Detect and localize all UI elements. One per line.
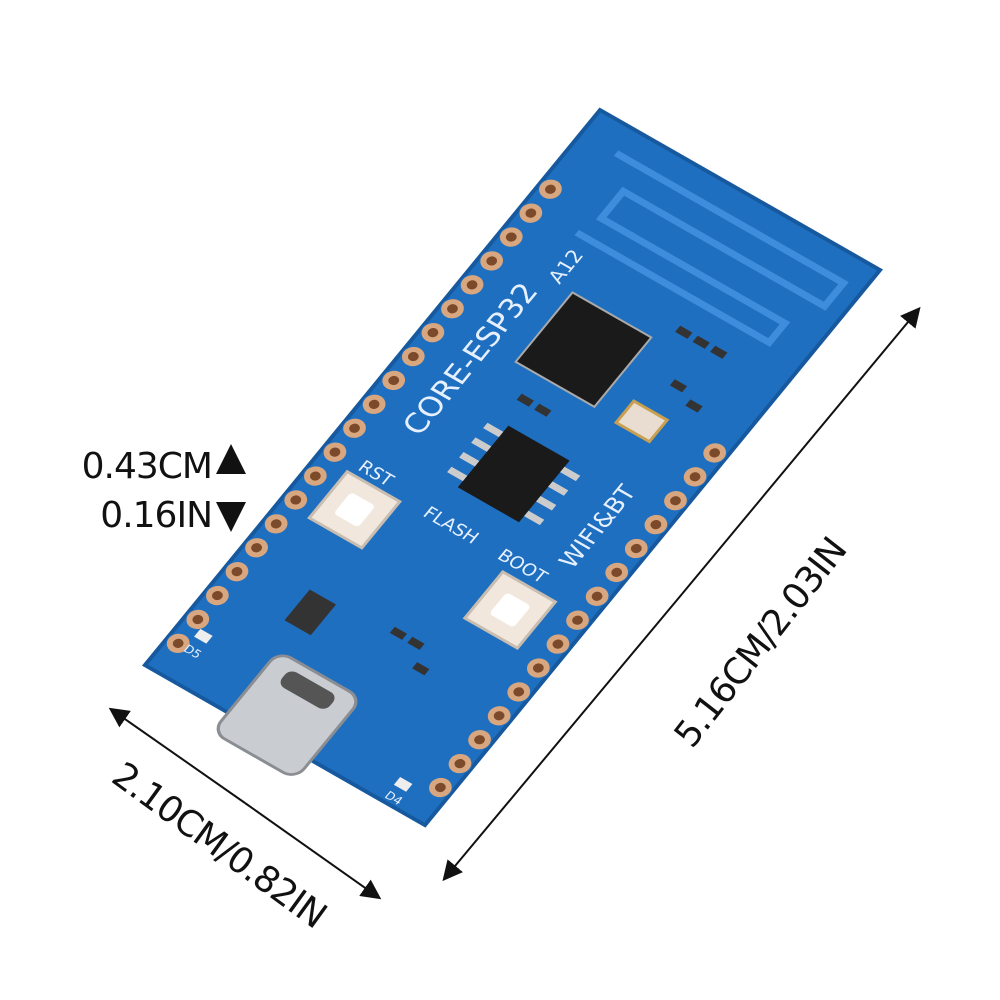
smd-components: [284, 325, 728, 676]
width-arrow-right: [244, 802, 382, 900]
pin-hole: [407, 351, 419, 362]
pin-hole: [513, 687, 525, 697]
pin-hole: [474, 735, 485, 745]
pin-hole: [388, 375, 400, 386]
pin-hole: [231, 567, 243, 577]
pcb-antenna: [574, 150, 849, 347]
pin-hole: [251, 543, 262, 553]
right-pin-header: [427, 442, 728, 799]
pin-hole: [650, 520, 662, 530]
width-label: 2.10CM/0.82IN: [104, 755, 333, 937]
pin-hole: [552, 639, 564, 649]
pin-hole: [505, 232, 517, 242]
pin-hole: [309, 471, 321, 481]
length-arrow-up: [681, 306, 921, 595]
pin-hole: [211, 590, 223, 601]
pin-hole: [466, 280, 478, 290]
pin-hole: [368, 399, 380, 409]
length-arrow-down: [442, 593, 683, 882]
pitch-cm-label: 0.43CM: [82, 446, 212, 487]
pin-hole: [670, 496, 681, 506]
pin-hole: [591, 591, 603, 601]
crystal: [613, 399, 670, 444]
pin-hole: [532, 663, 544, 673]
width-arrow-left: [108, 707, 246, 804]
usb-c-port[interactable]: [212, 651, 361, 779]
flash-pins: [447, 422, 581, 526]
pin-hole: [192, 614, 204, 625]
pin-hole: [447, 304, 458, 314]
pin-hole: [689, 472, 701, 482]
pin-hole: [525, 208, 537, 218]
pin-hole: [434, 782, 446, 793]
pitch-in-label: 0.16IN: [100, 495, 212, 536]
pin-hole: [630, 543, 642, 554]
pin-hole: [486, 256, 498, 266]
pin-hole: [290, 495, 302, 505]
led-d4: [393, 776, 413, 792]
pin-hole: [709, 448, 721, 458]
pin-hole: [454, 759, 466, 769]
esp32-chip: [514, 291, 653, 409]
rst-button[interactable]: [307, 469, 403, 550]
left-pin-header: [165, 178, 563, 654]
flash-chip: [457, 425, 570, 523]
pin-hole: [329, 447, 341, 457]
pin-hole: [611, 567, 623, 577]
length-label: 5.16CM/2.03IN: [667, 531, 855, 756]
pin-hole: [172, 638, 184, 648]
pin-hole: [270, 519, 282, 529]
pin-hole: [349, 423, 360, 433]
pin-hole: [493, 711, 505, 721]
pin-hole: [572, 615, 583, 625]
pin-hole: [545, 184, 556, 194]
pin-hole: [427, 328, 439, 338]
boot-button[interactable]: [462, 569, 558, 651]
led-d5: [194, 628, 213, 644]
esp32-board: CORE-ESP32 A12 RST FLASH BOOT WIFI&BT D5…: [141, 107, 884, 828]
